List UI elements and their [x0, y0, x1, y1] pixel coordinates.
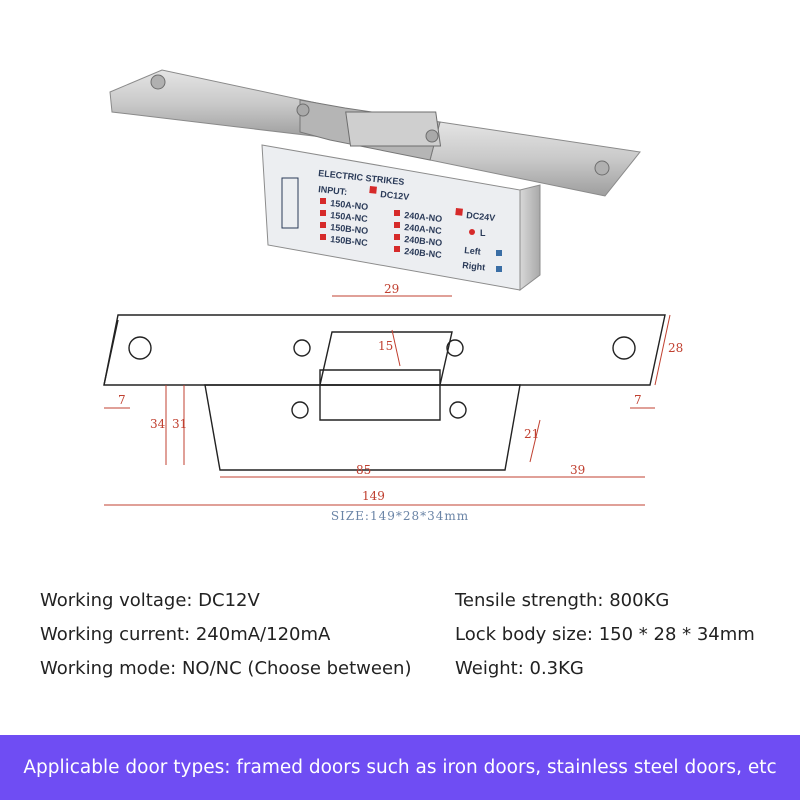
- spec-weight: Weight: 0.3KG: [455, 658, 584, 679]
- dim-body-length: 85: [356, 463, 371, 477]
- dim-right-span: 39: [570, 463, 585, 477]
- marker-mode: [320, 198, 326, 204]
- label-right: Right: [462, 260, 486, 272]
- label-side-l: L: [480, 228, 486, 238]
- product-label: ELECTRIC STRIKES INPUT: DC12V DC24V 150A…: [281, 168, 502, 272]
- spec-lock-body-size: Lock body size: 150 * 28 * 34mm: [455, 624, 755, 645]
- drawing-screw-icon: [291, 401, 309, 419]
- drawing-hole-icon: [612, 336, 636, 360]
- lock-body-side: [519, 184, 541, 291]
- latch: [345, 111, 442, 147]
- dim-total-length: 149: [362, 489, 385, 503]
- marker-right: [496, 266, 502, 272]
- marker-mode: [394, 246, 400, 252]
- spec-tensile-strength: Tensile strength: 800KG: [455, 590, 670, 611]
- label-mode-150b-no: 150B-NO: [330, 222, 369, 236]
- marker-mode: [394, 222, 400, 228]
- dim-right-offset: 7: [634, 393, 642, 407]
- screw-hole-icon: [594, 160, 610, 176]
- marker-mode: [394, 234, 400, 240]
- label-input: INPUT:: [318, 184, 348, 197]
- marker-left: [496, 250, 502, 256]
- screw-icon: [296, 103, 310, 117]
- drawing-hole-icon: [128, 336, 152, 360]
- label-dc12v: DC12V: [380, 189, 410, 202]
- screw-hole-icon: [150, 74, 166, 90]
- marker-mode: [394, 210, 400, 216]
- dim-slot-height: 15: [378, 339, 393, 353]
- marker-dc24v: [455, 207, 463, 216]
- label-mode-150a-nc: 150A-NC: [330, 210, 369, 224]
- dim-slot-width: 29: [384, 282, 399, 296]
- product-photo: ELECTRIC STRIKES INPUT: DC12V DC24V 150A…: [109, 69, 641, 291]
- label-left: Left: [464, 245, 481, 257]
- spec-working-voltage: Working voltage: DC12V: [40, 590, 260, 611]
- drawing-screw-icon: [449, 401, 467, 419]
- label-mode-150b-nc: 150B-NC: [330, 234, 369, 248]
- marker-mode: [320, 210, 326, 216]
- drawing-faceplate-edge: [103, 319, 119, 386]
- drawing-body: [204, 384, 521, 471]
- dim-left-offset: 7: [118, 393, 126, 407]
- dim-body-height-inner: 31: [172, 417, 187, 431]
- spec-working-mode: Working mode: NO/NC (Choose between): [40, 658, 412, 679]
- spec-working-current: Working current: 240mA/120mA: [40, 624, 331, 645]
- door-types-banner: Applicable door types: framed doors such…: [0, 735, 800, 800]
- drawing-screw-icon: [293, 339, 311, 357]
- screw-icon: [425, 129, 439, 143]
- label-mode-150a-no: 150A-NO: [330, 198, 369, 212]
- marker-dc12v: [369, 186, 377, 194]
- label-mode-240b-nc: 240B-NC: [404, 246, 443, 260]
- label-dc24v: DC24V: [466, 210, 496, 223]
- marker-side-l: [469, 229, 475, 235]
- size-label: SIZE:149*28*34mm: [330, 509, 470, 523]
- dim-body-depth: 21: [524, 427, 539, 441]
- marker-mode: [320, 234, 326, 240]
- label-mode-240b-no: 240B-NO: [404, 234, 443, 248]
- dim-body-height-outer: 34: [150, 417, 166, 431]
- drawing-screw-icon: [446, 339, 464, 357]
- marker-mode: [320, 222, 326, 228]
- dim-plate-height: 28: [668, 341, 683, 355]
- switch-graphic: [281, 177, 299, 229]
- label-mode-240a-nc: 240A-NC: [404, 222, 443, 236]
- technical-drawing: 29 15 28 7 7 34 31 21 85 39 149: [103, 282, 683, 506]
- drawing-latch: [319, 369, 441, 421]
- label-mode-240a-no: 240A-NO: [404, 210, 443, 224]
- specifications: Working voltage: DC12V Working current: …: [0, 580, 800, 710]
